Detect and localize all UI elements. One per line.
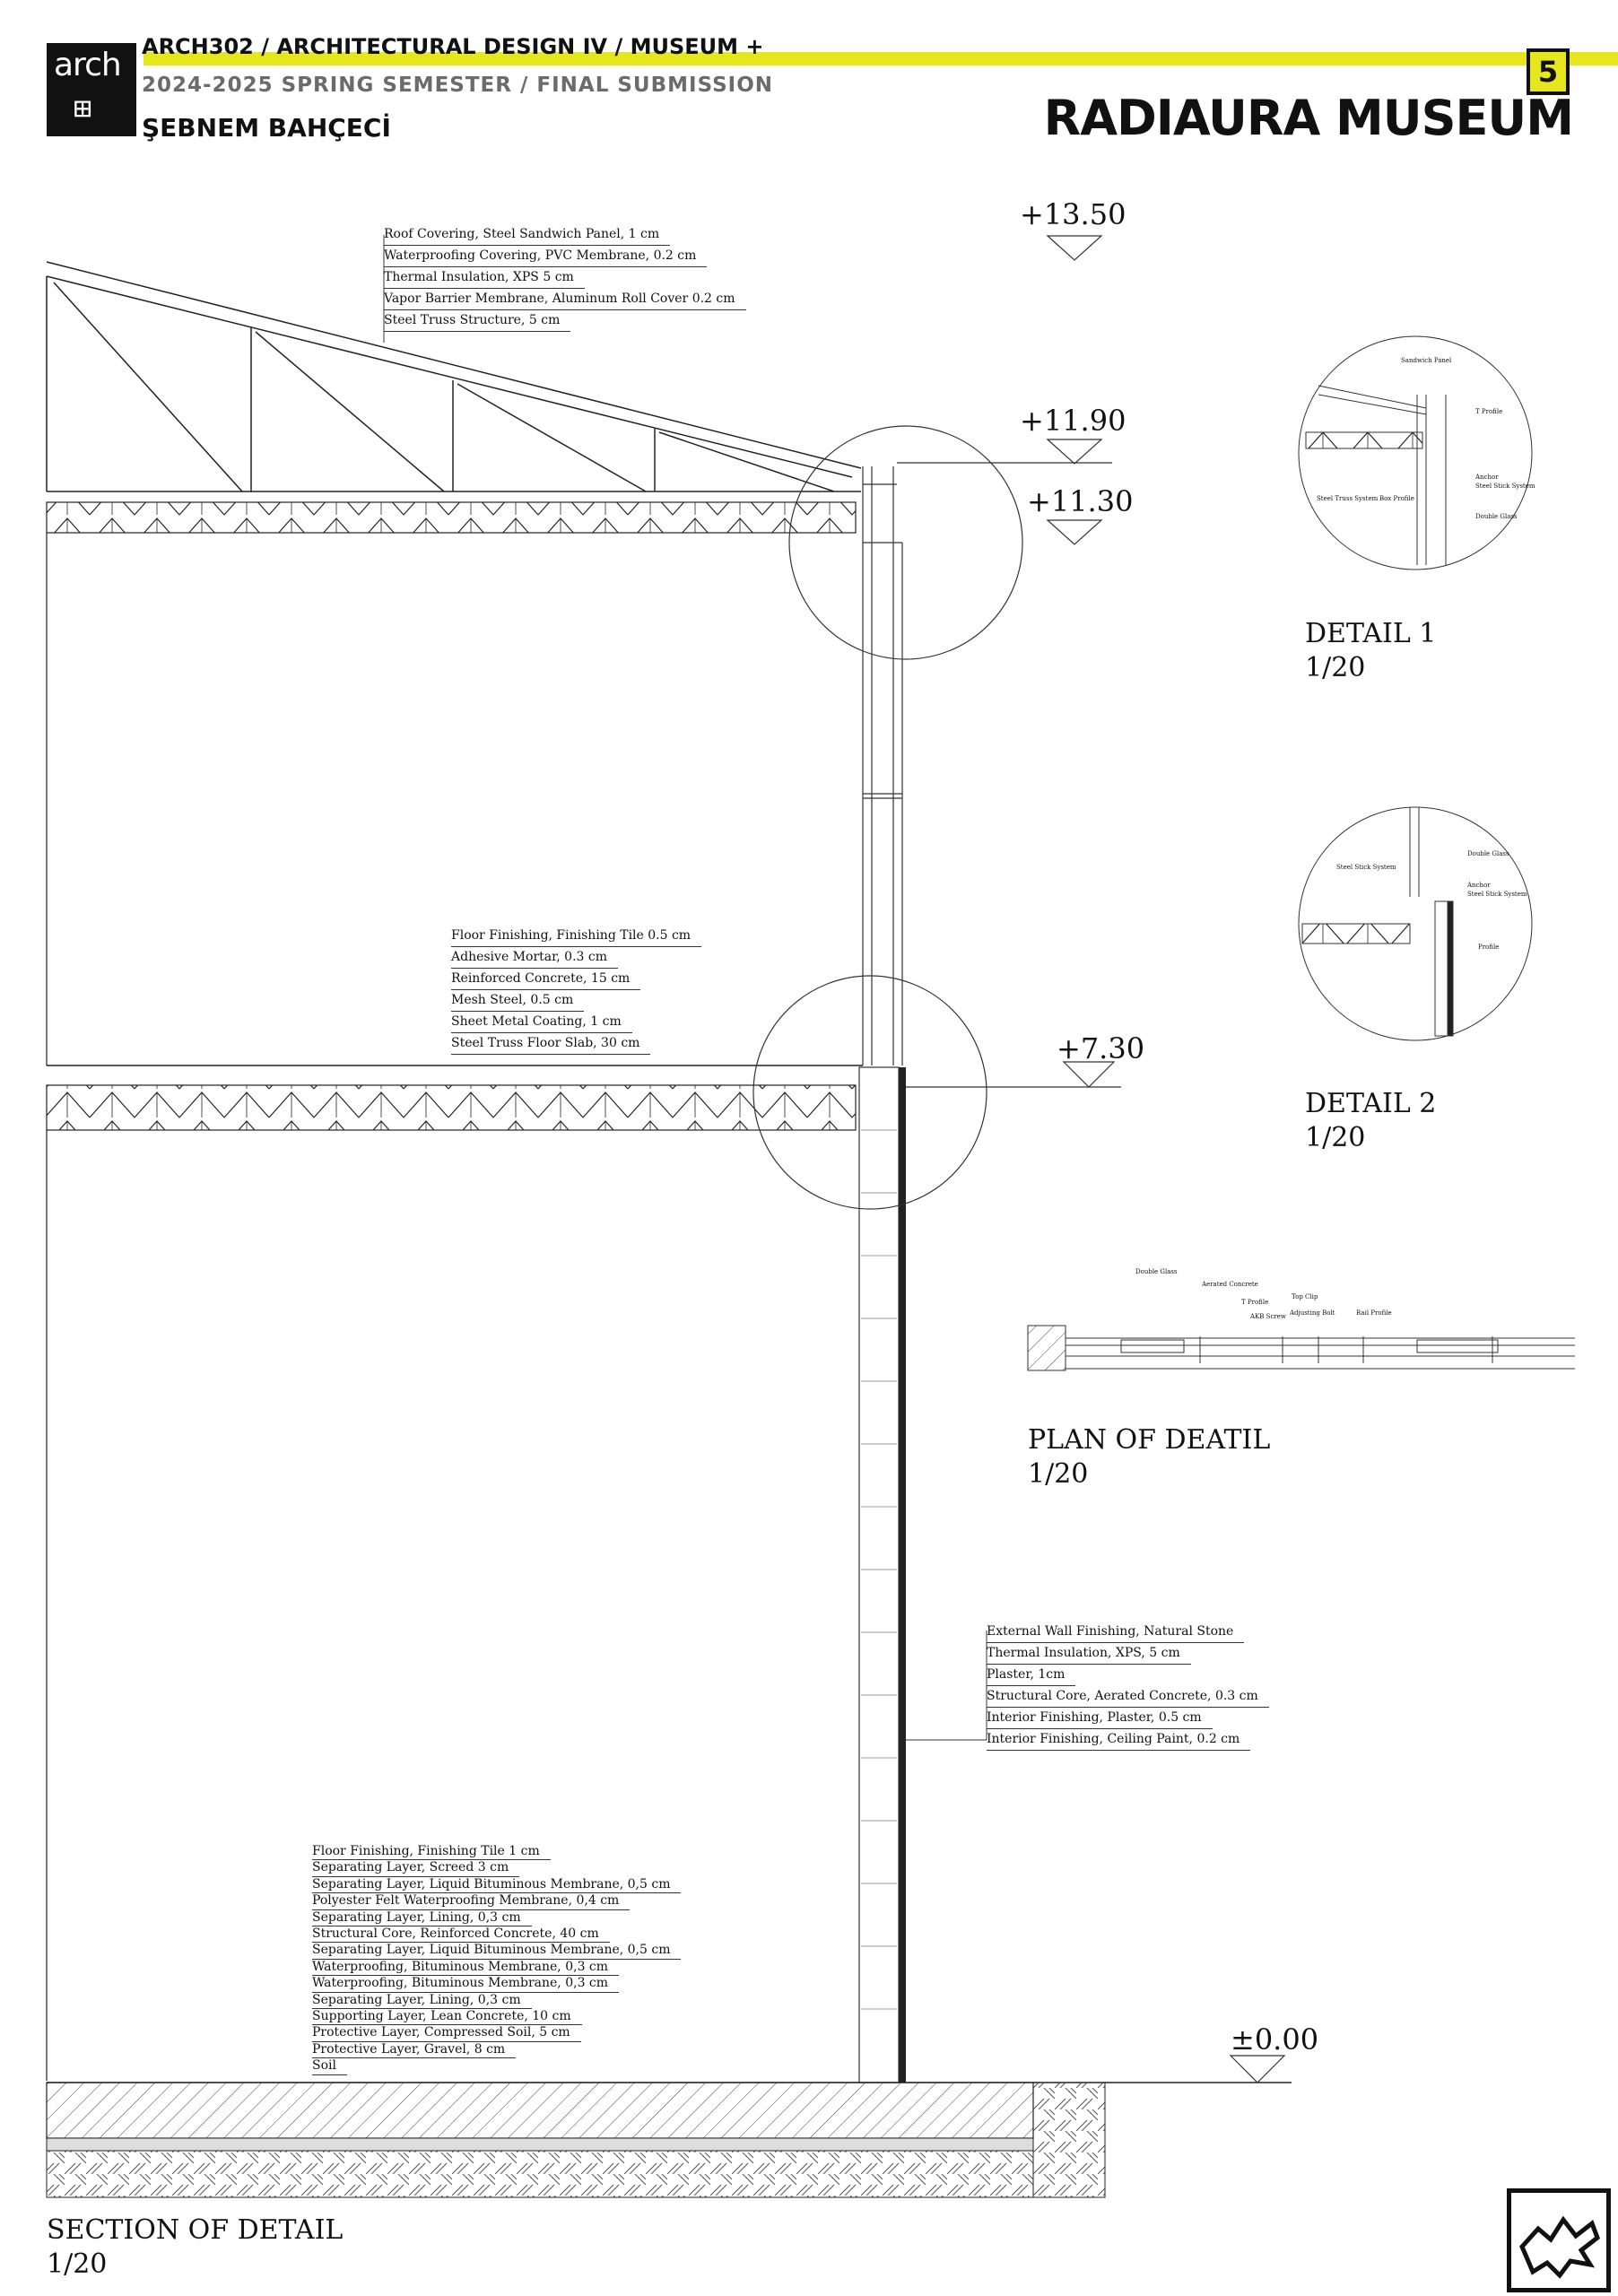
ground-layer-1: Floor Finishing, Finishing Tile 1 cm — [312, 1844, 551, 1861]
plan-label-glass: Double Glass — [1135, 1268, 1178, 1275]
d2-label-stick-right: Steel Stick System — [1467, 891, 1527, 898]
wall-layer-3: Plaster, 1cm — [987, 1665, 1076, 1686]
detail1-caption: DETAIL 1 1/20 — [1305, 617, 1436, 685]
plan-label-tprofile: T Profile — [1241, 1299, 1269, 1306]
detail1-title: DETAIL 1 — [1305, 618, 1437, 649]
ground-layer-labels: Floor Finishing, Finishing Tile 1 cm Sep… — [312, 1844, 682, 2075]
wall-layer-4: Structural Core, Aerated Concrete, 0.3 c… — [987, 1686, 1269, 1708]
ground-slab — [46, 2082, 1034, 2139]
d2-label-glass: Double Glass — [1467, 850, 1509, 857]
ground-layer-5: Separating Layer, Lining, 0,3 cm — [312, 1910, 532, 1927]
ground-layer-6: Structural Core, Reinforced Concrete, 40… — [312, 1926, 610, 1944]
course-title: ARCH302 / ARCHITECTURAL DESIGN IV / MUSE… — [142, 34, 764, 59]
floor-slab-truss — [46, 1084, 857, 1131]
roof-layer-5: Steel Truss Structure, 5 cm — [384, 310, 571, 332]
d1-label-sandwich: Sandwich Panel — [1401, 357, 1452, 364]
wall-layer-5: Interior Finishing, Plaster, 0.5 cm — [987, 1708, 1213, 1729]
floor-layer-6: Steel Truss Floor Slab, 30 cm — [451, 1033, 651, 1055]
floor-layer-1: Floor Finishing, Finishing Tile 0.5 cm — [451, 926, 702, 947]
detail1-drawing — [1298, 335, 1533, 570]
detail1-scale: 1/20 — [1305, 652, 1366, 683]
plan-label-aerated: Aerated Concrete — [1202, 1281, 1258, 1288]
wall-layer-labels: External Wall Finishing, Natural Stone T… — [987, 1622, 1269, 1751]
roof-layer-2: Waterproofing Covering, PVC Membrane, 0.… — [384, 246, 708, 267]
plan-detail-drawing — [1027, 1325, 1575, 1371]
detail2-callout — [752, 975, 987, 1210]
insulation-layer — [899, 1067, 906, 2083]
elevation-000: ±0.00 — [1231, 2022, 1319, 2057]
detail2-caption: DETAIL 2 1/20 — [1305, 1087, 1436, 1155]
project-title: RADIAURA MUSEUM — [1043, 90, 1574, 146]
d1-label-box: Box Profile — [1379, 495, 1414, 502]
plan-detail-scale: 1/20 — [1028, 1458, 1089, 1490]
floor-layer-labels: Floor Finishing, Finishing Tile 0.5 cm A… — [451, 926, 702, 1055]
wall-layer-2: Thermal Insulation, XPS, 5 cm — [987, 1643, 1191, 1665]
student-name: ŞEBNEM BAHÇECİ — [142, 113, 391, 143]
elevation-730: +7.30 — [1057, 1031, 1145, 1065]
roof-layer-4: Vapor Barrier Membrane, Aluminum Roll Co… — [384, 289, 746, 310]
corner-logo-stamp — [1507, 2188, 1611, 2292]
section-title: SECTION OF DETAIL — [47, 2214, 344, 2246]
d1-label-anchor: Anchor — [1475, 474, 1499, 481]
page-number-badge: 5 — [1527, 48, 1570, 95]
detail2-drawing — [1298, 806, 1533, 1041]
wall-layer-1: External Wall Finishing, Natural Stone — [987, 1622, 1245, 1643]
d2-label-stick-left: Steel Stick System — [1336, 864, 1396, 871]
semester-title: 2024-2025 SPRING SEMESTER / FINAL SUBMIS… — [142, 74, 774, 97]
ground-layer-9: Waterproofing, Bituminous Membrane, 0,3 … — [312, 1976, 620, 1993]
logo-mark: ⊞ — [74, 91, 92, 126]
d1-label-tprofile: T Profile — [1475, 408, 1503, 415]
d2-label-profile: Profile — [1478, 944, 1500, 951]
arch-logo: arch ⊞ — [47, 43, 136, 136]
section-scale: 1/20 — [47, 2248, 108, 2280]
section-caption: SECTION OF DETAIL 1/20 — [47, 2213, 343, 2282]
detail2-title: DETAIL 2 — [1305, 1088, 1437, 1119]
ground-layer-14: Soil — [312, 2058, 347, 2075]
roof-slab-truss — [46, 501, 857, 534]
ground-layer-2: Separating Layer, Screed 3 cm — [312, 1860, 520, 1877]
soil-layer — [46, 2150, 1034, 2198]
elevation-1350: +13.50 — [1020, 197, 1127, 231]
d1-label-stick: Steel Stick System — [1475, 483, 1535, 490]
ground-layer-7: Separating Layer, Liquid Bituminous Memb… — [312, 1943, 682, 1960]
d2-label-anchor: Anchor — [1467, 882, 1491, 889]
wall-layer-6: Interior Finishing, Ceiling Paint, 0.2 c… — [987, 1729, 1251, 1751]
floor-layer-3: Reinforced Concrete, 15 cm — [451, 969, 641, 990]
logo-text: arch — [54, 47, 122, 83]
ground-layer-12: Protective Layer, Compressed Soil, 5 cm — [312, 2025, 581, 2042]
floor-layer-5: Sheet Metal Coating, 1 cm — [451, 1012, 632, 1033]
stamp-mark-icon — [1519, 2215, 1600, 2279]
ground-layer-4: Polyester Felt Waterproofing Membrane, 0… — [312, 1893, 631, 1910]
elevation-1130: +11.30 — [1027, 484, 1134, 518]
plan-label-rail: Rail Profile — [1356, 1309, 1392, 1317]
detail2-scale: 1/20 — [1305, 1122, 1366, 1153]
ground-layer-13: Protective Layer, Gravel, 8 cm — [312, 2042, 517, 2059]
plan-label-screw: AKB Screw — [1250, 1313, 1286, 1320]
roof-layer-3: Thermal Insulation, XPS 5 cm — [384, 267, 585, 289]
glass-facade — [862, 466, 903, 1065]
stone-wall — [858, 1066, 900, 2083]
elevation-1190: +11.90 — [1020, 404, 1127, 438]
floor-layer-2: Adhesive Mortar, 0.3 cm — [451, 947, 618, 969]
detail1-callout — [788, 425, 1023, 660]
roof-layer-1: Roof Covering, Steel Sandwich Panel, 1 c… — [384, 224, 671, 246]
roof-truss — [46, 261, 862, 492]
plan-detail-caption: PLAN OF DEATIL 1/20 — [1028, 1423, 1270, 1492]
plan-label-topclip: Top Clip — [1292, 1293, 1318, 1300]
ground-layer-11: Supporting Layer, Lean Concrete, 10 cm — [312, 2009, 582, 2026]
ground-layer-10: Separating Layer, Lining, 0,3 cm — [312, 1993, 532, 2010]
floor-layer-4: Mesh Steel, 0.5 cm — [451, 990, 585, 1012]
header-accent-bar — [144, 52, 1618, 65]
d1-label-truss: Steel Truss System — [1317, 495, 1379, 502]
d1-label-glass: Double Glass — [1475, 513, 1518, 520]
ground-layer-3: Separating Layer, Liquid Bituminous Memb… — [312, 1877, 682, 1894]
plan-detail-title: PLAN OF DEATIL — [1028, 1424, 1271, 1456]
roof-layer-labels: Roof Covering, Steel Sandwich Panel, 1 c… — [384, 224, 746, 332]
ground-layer-8: Waterproofing, Bituminous Membrane, 0,3 … — [312, 1960, 620, 1977]
plan-label-bolt: Adjusting Bolt — [1290, 1309, 1335, 1317]
